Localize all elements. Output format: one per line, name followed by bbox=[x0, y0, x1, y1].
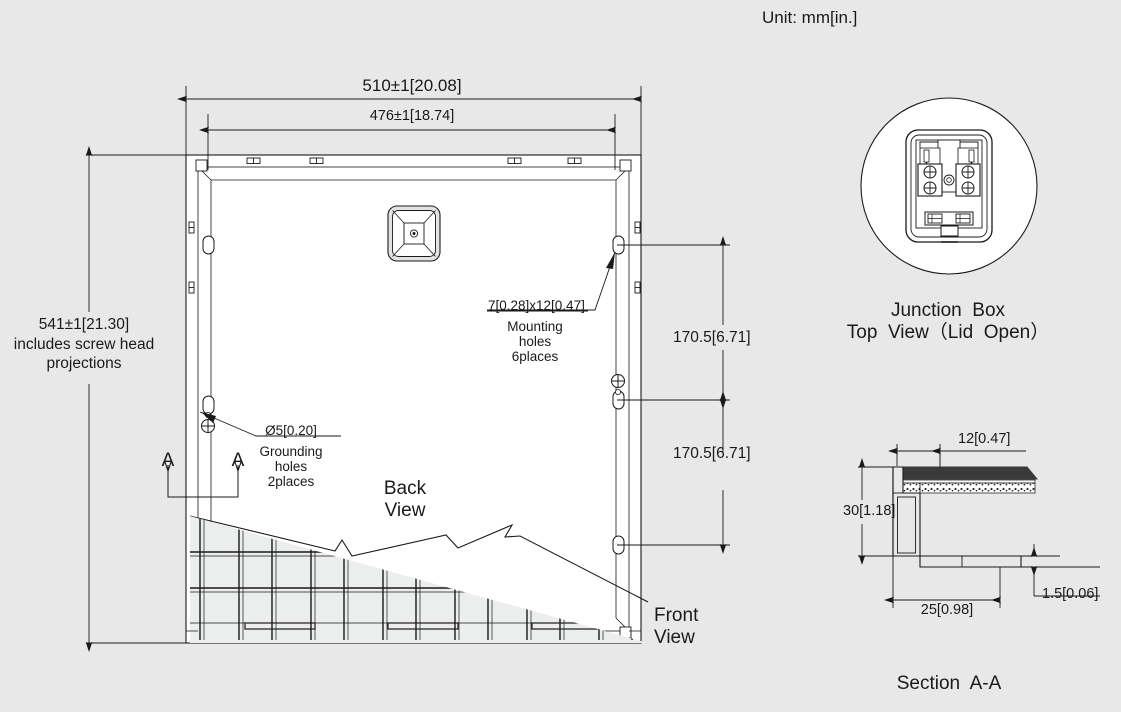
dim-overall-height-label: 541±1[21.30] bbox=[38, 316, 130, 333]
callout-grounding-line2: holes bbox=[274, 459, 308, 474]
dim-frame-depth-label: 25[0.98] bbox=[920, 602, 974, 618]
callout-grounding-line1: Grounding bbox=[259, 444, 323, 459]
callout-mounting-line2: holes bbox=[518, 334, 552, 349]
dim-hole-pitch-lower-label: 170.5[6.71] bbox=[673, 445, 751, 462]
junction-box-detail bbox=[860, 97, 1038, 275]
callout-mounting-line3: 6places bbox=[511, 349, 559, 364]
callout-mounting-size: 7[0.28]x12[0.47] bbox=[488, 298, 585, 313]
dim-inner-width bbox=[199, 114, 616, 170]
front-view-label-line2: View bbox=[654, 627, 695, 648]
dim-hole-pitch-upper-label: 170.5[6.71] bbox=[673, 329, 751, 346]
dim-overall-height-note-1: includes screw head bbox=[13, 336, 155, 353]
side-rail-tabs bbox=[188, 221, 641, 294]
dim-overall-width-label: 510±1[20.08] bbox=[362, 76, 462, 95]
section-mark-left: A bbox=[161, 450, 175, 471]
dim-hole-pitch bbox=[617, 236, 730, 554]
section-aa-title: Section A-A bbox=[896, 673, 1002, 694]
dim-sheet-thickness-label: 1.5[0.06] bbox=[1042, 586, 1099, 602]
back-view-label-line2: View bbox=[384, 500, 426, 521]
dim-overall-width bbox=[177, 86, 642, 158]
front-view-label-line1: Front bbox=[654, 605, 699, 626]
leader-mounting-holes bbox=[487, 251, 616, 312]
section-mark-right: A bbox=[231, 450, 245, 471]
dim-flange-width-label: 12[0.47] bbox=[958, 431, 1011, 447]
dim-overall-height-note-2: projections bbox=[46, 355, 122, 372]
callout-mounting-line1: Mounting bbox=[507, 319, 563, 334]
section-aa-detail bbox=[858, 444, 1100, 608]
leader-grounding-holes bbox=[199, 411, 341, 437]
junction-box-title-line1: Junction Box bbox=[890, 300, 1006, 321]
dim-overall-height bbox=[85, 146, 190, 652]
back-view-label-line1: Back bbox=[383, 478, 427, 499]
unit-note: Unit: mm[in.] bbox=[762, 8, 858, 27]
dim-inner-width-label: 476±1[18.74] bbox=[369, 108, 455, 124]
dim-frame-height-label: 30[1.18] bbox=[843, 503, 896, 519]
callout-grounding-size: Ø5[0.20] bbox=[265, 423, 317, 438]
section-line-a-a bbox=[164, 461, 242, 498]
callout-grounding-line3: 2places bbox=[267, 474, 315, 489]
junction-box-title-line2: Top View（Lid Open） bbox=[846, 322, 1050, 343]
top-edge-tabs bbox=[246, 157, 582, 164]
junction-box-on-panel bbox=[387, 205, 441, 262]
